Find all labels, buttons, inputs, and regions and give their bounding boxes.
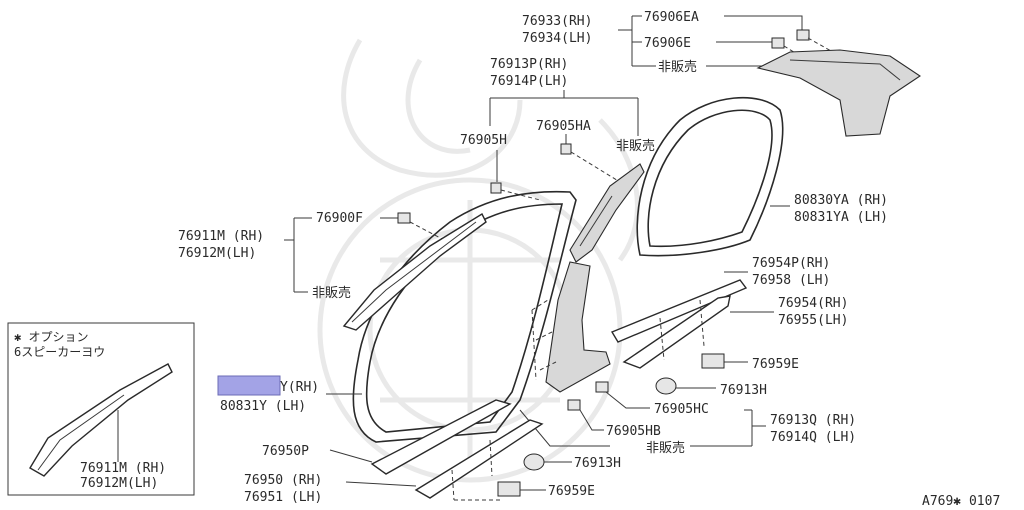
label-76959E-lower: 76959E: [548, 484, 595, 499]
label-76905H: 76905H: [460, 133, 507, 148]
inset-trim-edge: [37, 394, 125, 471]
label-76900F: 76900F: [316, 211, 363, 226]
clip-76906E: [771, 37, 785, 49]
clip-76913H-upper: [655, 377, 677, 395]
leader-76905HB: [579, 409, 604, 431]
inset-title-line1: ✱ オプション: [14, 330, 88, 344]
label-76958: 76958 (LH): [752, 273, 830, 288]
front-door-weatherstrip: [352, 190, 577, 443]
label-76906E: 76906E: [644, 36, 691, 51]
clip-76913H-lower: [523, 453, 545, 471]
kicking-plate-76950: [414, 419, 544, 499]
label-76955: 76955(LH): [778, 313, 848, 328]
label-76913H-upper: 76913H: [720, 383, 767, 398]
label-76911M: 76911M (RH): [178, 229, 264, 244]
inset-part-lh: 76912M(LH): [80, 476, 158, 491]
label-not-sold-mid: 非販売: [616, 138, 655, 154]
label-76905HC: 76905HC: [654, 402, 709, 417]
kicking-plate-76954P: [610, 279, 748, 343]
label-76934: 76934(LH): [522, 31, 592, 46]
diagram-code: A769✱ 0107: [922, 494, 1000, 509]
highlighted-part-number[interactable]: [217, 375, 281, 396]
label-76951: 76951 (LH): [244, 490, 322, 505]
rear-door-weatherstrip-inner: [647, 109, 773, 248]
leader-76950: [345, 481, 417, 487]
kicking-plate-76954: [622, 295, 731, 369]
label-not-sold-left: 非販売: [312, 285, 351, 301]
inset-title-line2: 6スピーカーヨウ: [14, 345, 105, 359]
clip-76959E-upper: [701, 353, 725, 369]
clip-76905HB: [567, 399, 581, 411]
label-76950P: 76950P: [262, 444, 309, 459]
clip-76900F: [397, 212, 411, 224]
clip-76905HA: [560, 143, 572, 155]
label-76913Q: 76913Q (RH): [770, 413, 856, 428]
rear-pillar-trim: [756, 49, 921, 137]
label-80831YA: 80831YA (LH): [794, 210, 888, 225]
leader-76950P: [329, 449, 373, 463]
label-76913P: 76913P(RH): [490, 57, 568, 72]
label-76914P: 76914P(LH): [490, 74, 568, 89]
label-76933: 76933(RH): [522, 14, 592, 29]
label-not-sold-bottom: 非販売: [646, 440, 685, 456]
label-76905HB: 76905HB: [606, 424, 661, 439]
dash-kick-right: [659, 299, 705, 361]
clip-76959E-lower: [497, 481, 521, 497]
label-76959E-upper: 76959E: [752, 357, 799, 372]
dash-kick-left: [451, 439, 500, 501]
a-pillar-trim-edge: [351, 221, 477, 323]
center-pillar-upper-edge: [579, 195, 613, 247]
clip-76905HC: [595, 381, 609, 393]
rear-door-weatherstrip: [636, 96, 784, 257]
center-pillar-upper-trim: [569, 163, 645, 263]
label-80830YA: 80830YA (RH): [794, 193, 888, 208]
label-76914Q: 76914Q (LH): [770, 430, 856, 445]
bracket-76913Q: [690, 409, 766, 447]
label-80830Y-partial: Y(RH): [280, 380, 319, 395]
label-76954: 76954(RH): [778, 296, 848, 311]
label-76906EA: 76906EA: [644, 10, 699, 25]
dash-mid-clips: [500, 151, 621, 201]
leader-76905HC: [605, 391, 650, 409]
clip-76905H: [490, 182, 502, 194]
label-76913H-lower: 76913H: [574, 456, 621, 471]
label-76954P: 76954P(RH): [752, 256, 830, 271]
inset-pillar-trim: [29, 363, 173, 477]
clip-76906EA: [796, 29, 810, 41]
center-pillar-lower-trim: [545, 261, 611, 393]
dash-center-lower: [531, 299, 557, 381]
leader-76906EA: [724, 15, 803, 30]
bracket-76933: [618, 15, 656, 67]
inset-frame: [7, 322, 195, 496]
bracket-76913P: [489, 90, 639, 136]
label-76912M: 76912M(LH): [178, 246, 256, 261]
rear-pillar-edge: [789, 59, 901, 81]
label-80831Y: 80831Y (LH): [220, 399, 306, 414]
a-pillar-trim: [342, 213, 487, 331]
label-not-sold-top: 非販売: [658, 59, 697, 75]
bracket-76911M: [284, 217, 312, 293]
label-76950: 76950 (RH): [244, 473, 322, 488]
label-76905HA: 76905HA: [536, 119, 591, 134]
inset-part-rh: 76911M (RH): [80, 461, 166, 476]
kicking-plate-76950P: [370, 399, 512, 475]
